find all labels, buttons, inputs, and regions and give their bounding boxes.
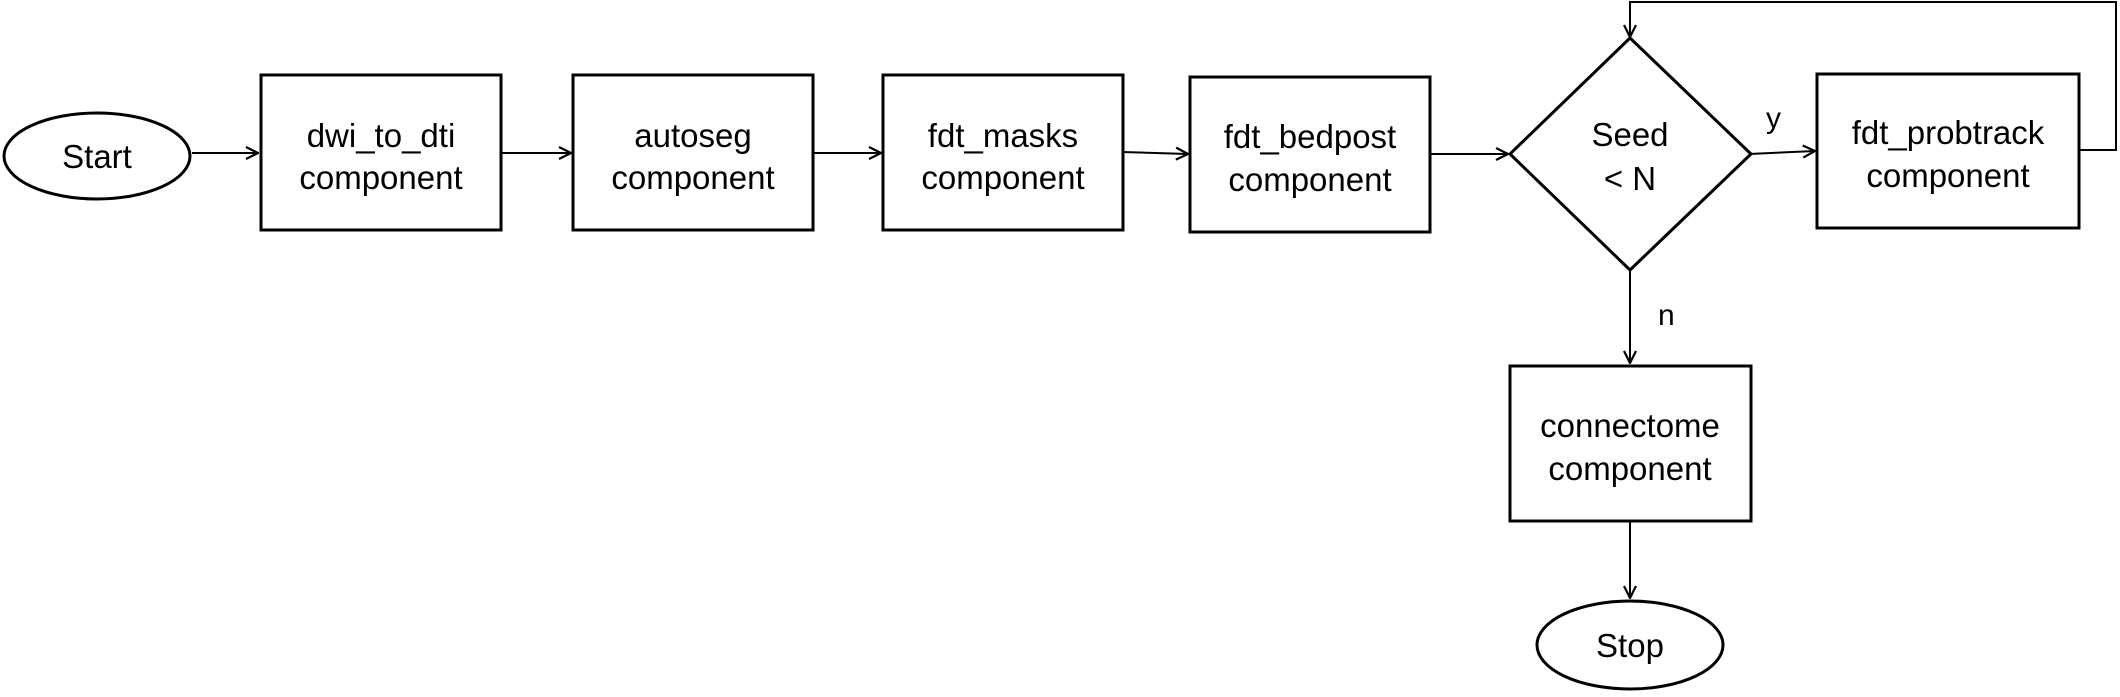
fdt-bedpost-node: fdt_bedpost component: [1188, 75, 1432, 234]
edge-seed-yes-to-probtrack: [1748, 151, 1815, 154]
dwi-to-dti-node: dwi_to_dti component: [259, 73, 503, 232]
stop-label: Stop: [1596, 627, 1664, 664]
edge-label-no: n: [1658, 299, 1675, 332]
stop-node: Stop: [1535, 599, 1725, 691]
edge-probtrack-loop-to-seed: [1630, 1, 2117, 151]
autoseg-label-line1: autoseg: [634, 117, 751, 154]
edge-label-yes: y: [1766, 102, 1781, 135]
connectome-node: connectome component: [1508, 364, 1753, 523]
fdt-masks-label-line2: component: [921, 159, 1084, 196]
start-label: Start: [62, 138, 132, 175]
seed-decision-node: Seed < N: [1507, 35, 1754, 273]
connectome-label-line2: component: [1548, 450, 1711, 487]
seed-decision-label-line1: Seed: [1591, 116, 1668, 153]
fdt-probtrack-label-line2: component: [1866, 157, 2029, 194]
connectome-label-line1: connectome: [1540, 407, 1720, 444]
autoseg-node: autoseg component: [571, 73, 815, 232]
seed-decision-label-line2: < N: [1604, 160, 1656, 197]
fdt-probtrack-label-line1: fdt_probtrack: [1852, 114, 2045, 151]
fdt-bedpost-label-line2: component: [1228, 161, 1391, 198]
autoseg-label-line2: component: [611, 159, 774, 196]
dwi-to-dti-label-line2: component: [299, 159, 462, 196]
dwi-to-dti-label-line1: dwi_to_dti: [307, 117, 456, 154]
edge-masks-to-bedpost: [1121, 152, 1188, 154]
fdt-probtrack-node: fdt_probtrack component: [1815, 72, 2081, 230]
fdt-bedpost-label-line1: fdt_bedpost: [1224, 118, 1396, 155]
start-node: Start: [2, 111, 192, 201]
fdt-masks-label-line1: fdt_masks: [928, 117, 1078, 154]
fdt-masks-node: fdt_masks component: [881, 73, 1125, 232]
